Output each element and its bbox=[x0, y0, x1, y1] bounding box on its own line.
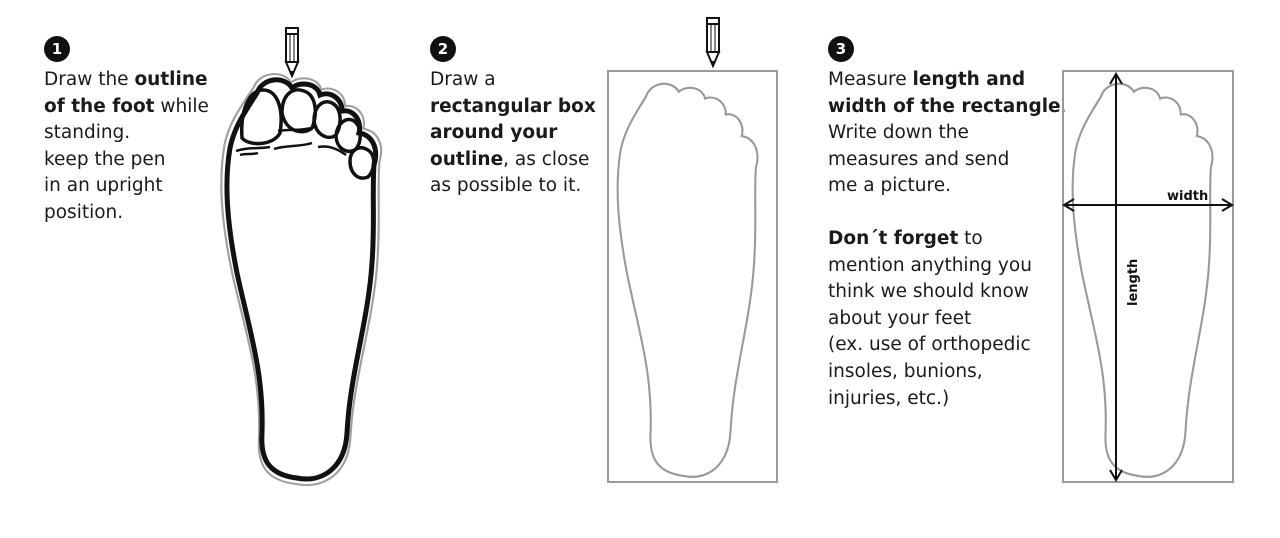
instruction-emphasis: Don´t forget bbox=[828, 227, 959, 249]
instruction-line: keep the pen bbox=[44, 147, 209, 174]
instruction-line: around your bbox=[430, 120, 596, 147]
instruction-text: standing. bbox=[44, 122, 131, 144]
step-1-badge: 1 bbox=[44, 36, 70, 62]
instruction-line: position. bbox=[44, 200, 209, 227]
instruction-text: Measure bbox=[828, 69, 913, 90]
instruction-text: while bbox=[154, 95, 209, 117]
instruction-text: Draw a bbox=[430, 69, 496, 90]
instruction-line: standing. bbox=[44, 120, 209, 147]
foot-outline-step1 bbox=[220, 27, 383, 487]
instruction-text: Draw the bbox=[44, 69, 135, 90]
instruction-line: measures and send bbox=[828, 147, 1067, 174]
instruction-line: Don´t forget to bbox=[828, 226, 1067, 253]
instruction-line: of the foot while bbox=[44, 94, 209, 121]
step-3-badge: 3 bbox=[828, 36, 854, 62]
instruction-emphasis: outline bbox=[430, 148, 504, 170]
instruction-text: Write down the bbox=[828, 122, 969, 144]
instruction-emphasis: around your bbox=[430, 122, 558, 144]
instruction-text: think we should know bbox=[828, 281, 1029, 303]
instruction-line: Measure length and bbox=[828, 67, 1067, 94]
instruction-emphasis: width of the rectangle bbox=[828, 95, 1061, 117]
instruction-text: in an upright bbox=[44, 175, 163, 197]
instruction-emphasis: rectangular box bbox=[430, 95, 596, 117]
instruction-text: keep the pen bbox=[44, 148, 166, 170]
length-arrow bbox=[1109, 72, 1123, 482]
instruction-line: (ex. use of orthopedic bbox=[828, 332, 1067, 359]
width-label: width bbox=[1167, 189, 1208, 204]
instruction-text: mention anything you bbox=[828, 254, 1032, 276]
instruction-line: outline, as close bbox=[430, 147, 596, 174]
instruction-line: mention anything you bbox=[828, 253, 1067, 280]
pencil-icon bbox=[705, 17, 721, 69]
instruction-emphasis: outline bbox=[134, 69, 208, 90]
instruction-line: injuries, etc.) bbox=[828, 386, 1067, 413]
instruction-line: in an upright bbox=[44, 173, 209, 200]
pencil-icon bbox=[284, 27, 300, 79]
instruction-line: insoles, bunions, bbox=[828, 359, 1067, 386]
step-2-instructions: Draw a rectangular box around your outline,… bbox=[430, 67, 596, 200]
instruction-text: position. bbox=[44, 201, 124, 223]
instruction-text: injuries, etc.) bbox=[828, 387, 950, 409]
instruction-line: as possible to it. bbox=[430, 173, 596, 200]
instruction-line: rectangular box bbox=[430, 94, 596, 121]
measurement-diagram-step3: width length bbox=[1062, 70, 1234, 483]
instruction-line: about your feet bbox=[828, 306, 1067, 333]
instruction-text: insoles, bunions, bbox=[828, 360, 983, 382]
instruction-text: me a picture. bbox=[828, 175, 951, 197]
instruction-emphasis: length and bbox=[912, 69, 1026, 90]
instruction-line: think we should know bbox=[828, 279, 1067, 306]
length-label: length bbox=[1126, 259, 1141, 306]
instruction-line: Draw the outline bbox=[44, 67, 209, 94]
instruction-text: measures and send bbox=[828, 148, 1010, 170]
instruction-text: to bbox=[958, 227, 983, 249]
instruction-text: (ex. use of orthopedic bbox=[828, 334, 1031, 356]
instruction-text: about your feet bbox=[828, 307, 972, 329]
instruction-line: Draw a bbox=[430, 67, 596, 94]
instruction-emphasis: of the foot bbox=[44, 95, 155, 117]
width-arrow bbox=[1062, 198, 1234, 212]
step-2-badge: 2 bbox=[430, 36, 456, 62]
instruction-line: Write down the bbox=[828, 120, 1067, 147]
instruction-line: me a picture. bbox=[828, 173, 1067, 200]
instruction-text: , as close bbox=[503, 148, 590, 170]
instruction-text: as possible to it. bbox=[430, 175, 582, 197]
foot-in-rectangle-step2 bbox=[607, 17, 778, 483]
